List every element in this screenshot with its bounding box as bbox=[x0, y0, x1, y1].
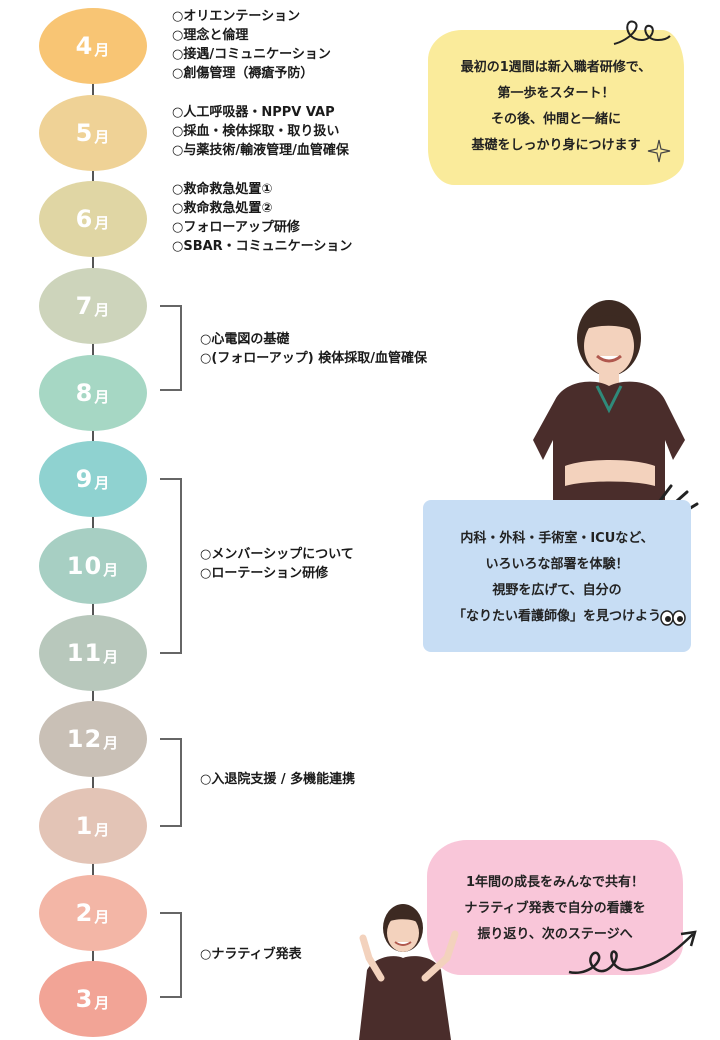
nurse-pointing-photo bbox=[359, 904, 459, 1040]
sparkle-icon bbox=[647, 139, 671, 163]
bracket-feb-mar bbox=[160, 912, 182, 998]
speech-bubble-first-week: 最初の1週間は新入職者研修で、第一歩をスタート！その後、仲間と一緒に基礎をしっか… bbox=[428, 30, 684, 185]
jul-aug-topics: ○心電図の基礎○(フォローアップ) 検体採取/血管確保 bbox=[200, 332, 427, 366]
doodle-loop-icon bbox=[613, 20, 671, 45]
nurse-photo bbox=[533, 300, 685, 500]
feb-mar-topics: ○ナラティブ発表 bbox=[200, 947, 302, 962]
may-topics: ○人工呼吸器・NPPV VAP○採血・検体採取・取り扱い○与薬技術/輸液管理/血… bbox=[172, 105, 349, 158]
eyes-emoji-icon bbox=[660, 610, 686, 626]
swirl-arrow-icon bbox=[568, 930, 697, 975]
bracket-sep-nov bbox=[160, 478, 182, 654]
speech-bubble-departments: 内科・外科・手術室・ICUなど、いろいろな部署を体験！視野を広げて、自分の「なり… bbox=[423, 500, 691, 652]
april-topics: ○オリエンテーション○理念と倫理○接遇/コミュニケーション○創傷管理（褥瘡予防） bbox=[172, 9, 331, 81]
sep-nov-topics: ○メンバーシップについて○ローテーション研修 bbox=[200, 547, 354, 581]
dec-jan-topics: ○入退院支援 / 多機能連携 bbox=[200, 772, 356, 787]
bracket-dec-jan bbox=[160, 738, 182, 827]
june-topics: ○救命救急処置①○救命救急処置②○フォローアップ研修○SBAR・コミュニケーショ… bbox=[172, 182, 353, 254]
bracket-jul-aug bbox=[160, 305, 182, 391]
speech-bubble-narrative: 1年間の成長をみんなで共有！ナラティブ発表で自分の看護を振り返り、次のステージへ bbox=[427, 840, 683, 975]
